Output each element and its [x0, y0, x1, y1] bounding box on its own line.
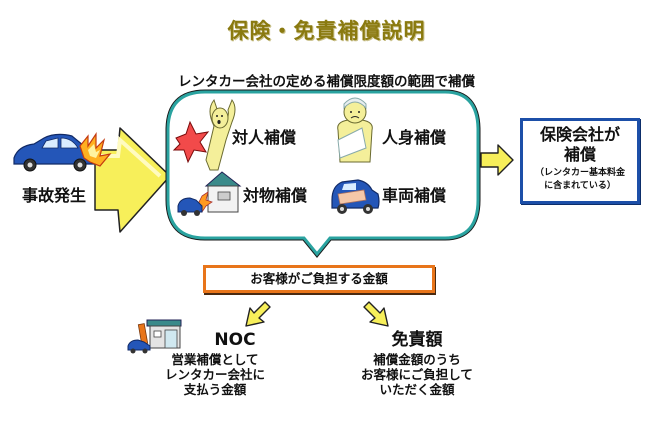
insurer-sub-line2: に含まれている）	[544, 181, 616, 191]
coverage-item-personal-injury: 人身補償	[382, 128, 447, 147]
noc-desc-line1: 営業補償として	[171, 352, 259, 367]
coverage-item-vehicle: 車両補償	[382, 186, 447, 205]
deductible-desc-line3: いただく金額	[379, 382, 455, 397]
arrow-to-insurer-icon	[480, 144, 514, 176]
deductible-desc-line1: 補償金額のうち	[373, 352, 461, 367]
deductible-desc-line2: お客様にご負担して	[361, 367, 473, 382]
damaged-car-icon	[331, 179, 380, 214]
customer-burden-box: お客様がご負担する金額	[203, 265, 435, 293]
deductible-description: 補償金額のうち お客様にご負担して いただく金額	[361, 352, 473, 397]
insurer-sub-line1: （レンタカー基本料金	[534, 168, 625, 178]
insurer-main-line1: 保険会社が	[539, 125, 620, 144]
arrow-to-deductible-icon	[363, 301, 389, 327]
deductible-block: 免責額 補償金額のうち お客様にご負担して いただく金額	[342, 330, 492, 397]
bandaged-person-icon	[337, 97, 373, 163]
car-hits-house-icon	[177, 171, 242, 216]
arrow-to-noc-icon	[245, 301, 271, 327]
insurer-main-line2: 補償	[563, 145, 596, 164]
deductible-title: 免責額	[391, 330, 443, 350]
insurer-box: 保険会社が 補償 （レンタカー基本料金 に含まれている）	[520, 118, 640, 204]
coverage-item-personal-liability: 対人補償	[232, 128, 297, 147]
coverage-subtitle: レンタカー会社の定める補償限度額の範囲で補償	[178, 74, 475, 90]
noc-title: NOC	[214, 330, 256, 350]
big-arrow-icon	[94, 127, 171, 233]
noc-desc-line3: 支払う金額	[183, 382, 247, 397]
noc-block: NOC 営業補償として レンタカー会社に 支払う金額	[140, 330, 290, 397]
crashed-car-icon	[13, 132, 112, 172]
rental-shop-icon	[127, 319, 182, 354]
coverage-item-property-damage: 対物補償	[243, 186, 308, 205]
injured-person-icon	[172, 98, 236, 171]
coverage-bubble	[165, 89, 481, 258]
page-title: 保険・免責補償説明	[227, 19, 426, 43]
noc-description: 営業補償として レンタカー会社に 支払う金額	[165, 352, 265, 397]
noc-desc-line2: レンタカー会社に	[164, 367, 265, 382]
accident-label: 事故発生	[22, 186, 87, 205]
